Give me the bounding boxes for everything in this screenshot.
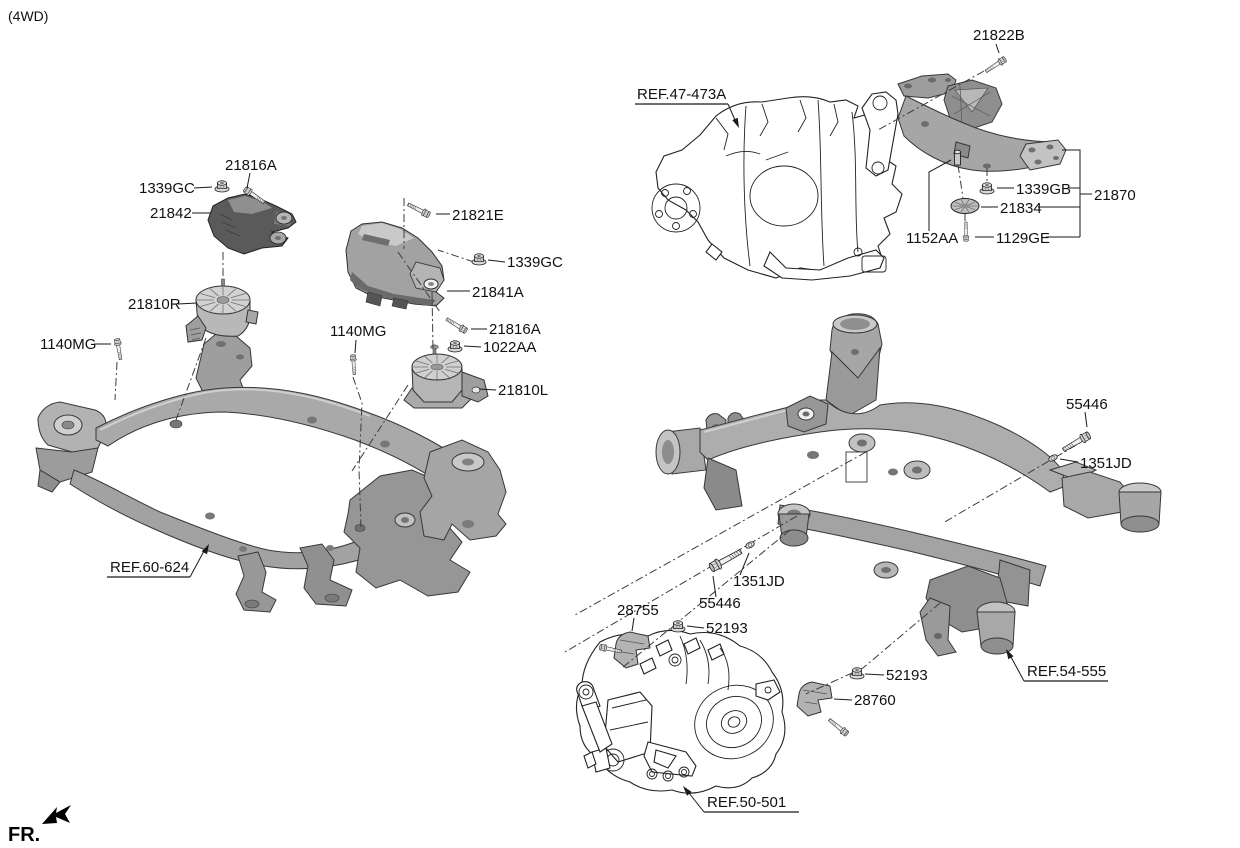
variant-note: (4WD): [8, 8, 48, 24]
front-subframe-drawing: [35, 333, 507, 613]
damper-21834-drawing: [950, 198, 980, 214]
label-pin-1152aa[interactable]: 1152AA: [906, 230, 958, 247]
engine-mount-bracket-21841a-drawing: [345, 221, 445, 310]
label-support-21870[interactable]: 21870: [1094, 187, 1136, 204]
label-ref-front-crossmember[interactable]: REF.60-624: [110, 559, 189, 576]
label-bracket-21842[interactable]: 21842: [150, 205, 192, 222]
bolt-1129ge-drawing: [962, 221, 970, 242]
bolt-21816a-lower-drawing: [444, 315, 469, 335]
stopper-pin-1152aa-drawing: [954, 149, 961, 166]
label-nut-1339gc-lower[interactable]: 1339GC: [507, 254, 563, 271]
rear-subframe-drawing: [655, 313, 1162, 657]
label-washer-1351jd-lower[interactable]: 1351JD: [733, 573, 785, 590]
label-bolt-55446-upper[interactable]: 55446: [1066, 396, 1108, 413]
fr-arrow-icon: [42, 805, 71, 824]
engine-mount-bracket-21842-drawing: [207, 193, 297, 255]
label-washer-1351jd-upper[interactable]: 1351JD: [1080, 455, 1132, 472]
label-bolt-1129ge[interactable]: 1129GE: [996, 230, 1050, 247]
nut-1339gc-lower-drawing: [471, 253, 487, 266]
nut-1022aa-drawing: [447, 340, 463, 353]
fr-direction-indicator: FR.: [8, 805, 71, 846]
engine-mount-insulator-21810r-drawing: [185, 278, 259, 343]
label-damper-28755[interactable]: 28755: [617, 602, 659, 619]
label-ref-transfer-case[interactable]: REF.47-473A: [637, 86, 726, 103]
bolt-21821e-drawing: [405, 200, 432, 219]
transmission-support-bracket-drawing: [897, 73, 1067, 172]
label-nut-1339gb[interactable]: 1339GB: [1016, 181, 1071, 198]
washer-1351jd-lower-drawing: [744, 540, 756, 550]
bolt-damper-28760-drawing: [826, 716, 850, 738]
bolt-1140mg-right-drawing: [349, 354, 358, 376]
label-bolt-21821e[interactable]: 21821E: [452, 207, 504, 224]
bolt-1140mg-left-drawing: [113, 337, 125, 361]
label-nut-52193-left[interactable]: 52193: [706, 620, 748, 637]
label-bolt-1140mg-right[interactable]: 1140MG: [330, 323, 386, 340]
label-bolt-21822b[interactable]: 21822B: [973, 27, 1025, 44]
label-bracket-21841a[interactable]: 21841A: [472, 284, 524, 301]
fr-label: FR.: [8, 824, 40, 846]
washer-1351jd-upper-drawing: [1047, 453, 1059, 463]
assembly-axis-lines: [114, 70, 1091, 695]
label-bolt-55446-lower[interactable]: 55446: [699, 595, 741, 612]
nut-1339gb-drawing: [979, 182, 995, 195]
rear-differential-drawing: [575, 629, 786, 794]
damper-bracket-28760-drawing: [796, 681, 833, 717]
label-nut-52193-right[interactable]: 52193: [886, 667, 928, 684]
bolt-21822b-drawing: [983, 55, 1008, 75]
label-damper-21834[interactable]: 21834: [1000, 200, 1042, 217]
bolt-55446-lower-drawing: [707, 546, 745, 574]
label-bolt-1140mg-left[interactable]: 1140MG: [40, 336, 96, 353]
label-damper-28760[interactable]: 28760: [854, 692, 896, 709]
label-insulator-21810r[interactable]: 21810R: [128, 296, 181, 313]
label-nut-1339gc-upper[interactable]: 1339GC: [139, 180, 195, 197]
nut-1339gc-upper-drawing: [214, 180, 230, 193]
engine-mount-insulator-21810l-drawing: [403, 344, 489, 409]
label-ref-rear-differential[interactable]: REF.50-501: [707, 794, 786, 811]
label-ref-rear-crossmember[interactable]: REF.54-555: [1027, 663, 1106, 680]
leader-lines: [94, 43, 1108, 813]
label-nut-1022aa[interactable]: 1022AA: [483, 339, 536, 356]
transfer-case-drawing: [651, 91, 903, 281]
label-insulator-21810l[interactable]: 21810L: [498, 382, 548, 399]
bolt-55446-upper-drawing: [1060, 430, 1093, 455]
damper-bracket-28755-drawing: [613, 631, 651, 669]
label-bolt-21816a-lower[interactable]: 21816A: [489, 321, 541, 338]
label-bolt-21816a-upper[interactable]: 21816A: [225, 157, 277, 174]
